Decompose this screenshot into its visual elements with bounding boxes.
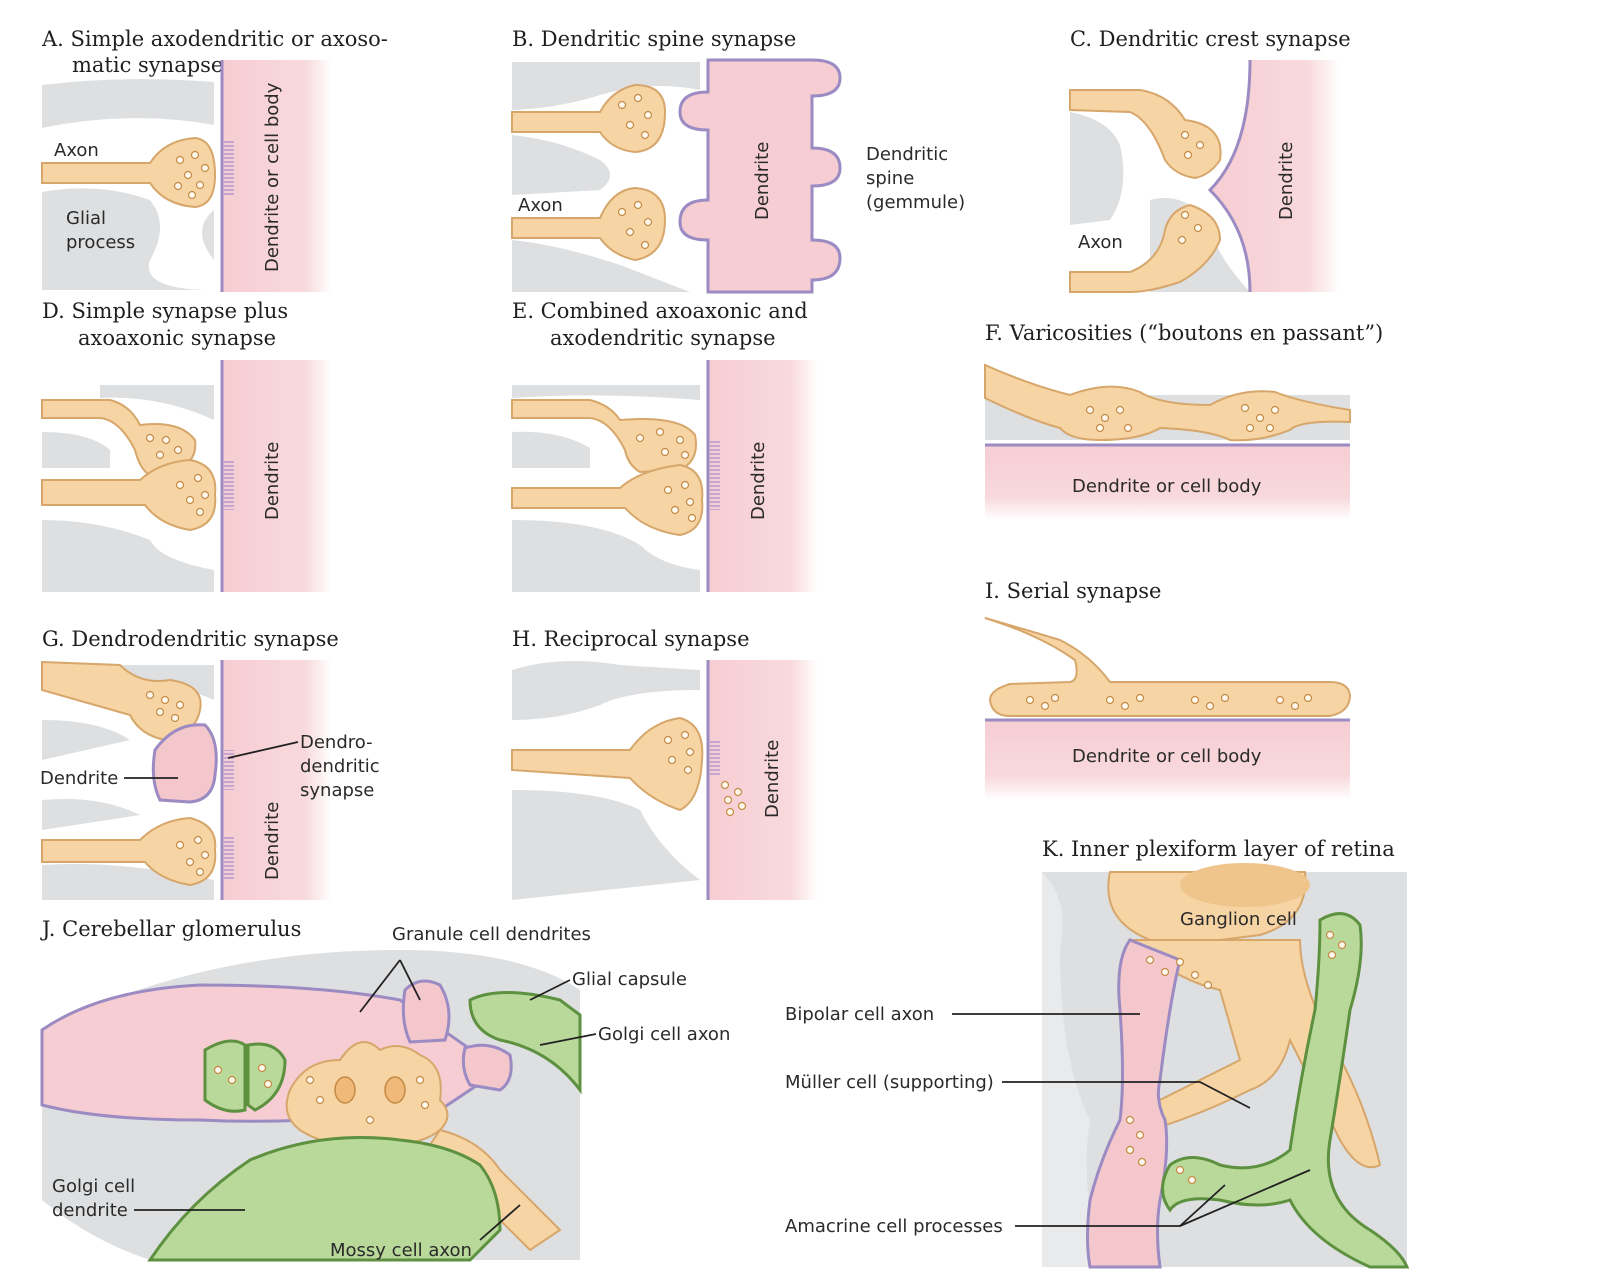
axon-terminal-lower — [511, 186, 667, 262]
panel-g: G. Dendrodendritic synapse Dendrite Dend… — [40, 627, 380, 900]
label-dd-1: Dendro- — [300, 732, 373, 753]
axon-lower-terminal — [511, 463, 704, 537]
panel-a-title-line2: matic synapse — [72, 53, 223, 77]
axon-terminal — [511, 716, 704, 812]
bipolar-cell-axon — [1086, 938, 1182, 1269]
axon-lower-terminal — [41, 458, 217, 532]
panel-i-title: I. Serial synapse — [985, 579, 1161, 603]
panel-a-title-line1: A. Simple axodendritic or axoso- — [41, 27, 388, 51]
label-dendrite-or-cell-body: Dendrite or cell body — [1072, 746, 1262, 767]
label-dendrite: Dendrite — [1276, 142, 1297, 220]
serial-axons — [984, 617, 1352, 717]
label-dendrite: Dendrite — [748, 442, 769, 520]
panel-j-title: J. Cerebellar glomerulus — [40, 917, 301, 941]
panel-k: K. Inner plexiform layer of retina Gangl… — [785, 837, 1410, 1269]
dendrite-body — [708, 660, 818, 900]
panel-c: C. Dendritic crest synapse Axon Dendrite — [1069, 27, 1351, 293]
panel-e-title-line1: E. Combined axoaxonic and — [512, 299, 808, 323]
dendrite-crest — [1210, 60, 1340, 292]
panel-j: J. Cerebellar glomerulus Granule cell de… — [40, 917, 730, 1262]
panel-b-title: B. Dendritic spine synapse — [512, 27, 796, 51]
label-golgi-dendrite-1: Golgi cell — [52, 1176, 135, 1197]
panel-d-title-line2: axoaxonic synapse — [78, 326, 276, 350]
label-dendrite-or-cell-body: Dendrite or cell body — [262, 82, 283, 272]
amacrine-cell-processes — [1161, 912, 1410, 1269]
axon-upper — [41, 660, 202, 742]
panel-i: I. Serial synapse Dendrite or cell body — [984, 579, 1352, 800]
panel-d: D. Simple synapse plus axoaxonic synapse… — [41, 299, 332, 592]
label-dendrite: Dendrite — [762, 740, 783, 818]
dendrite-body — [222, 60, 332, 292]
label-axon: Axon — [518, 195, 563, 216]
panel-d-title-line1: D. Simple synapse plus — [42, 299, 288, 323]
dendrite-or-cell-body — [985, 720, 1350, 800]
dendrite-with-spines — [678, 58, 842, 294]
label-bipolar-cell-axon: Bipolar cell axon — [785, 1004, 934, 1025]
label-dendrite-left: Dendrite — [40, 768, 118, 789]
label-spine-2: spine — [866, 168, 914, 189]
golgi-cell-dendrite — [147, 1136, 502, 1262]
label-dendrite: Dendrite — [752, 142, 773, 220]
golgi-cell-axon — [468, 991, 582, 1095]
panel-c-title: C. Dendritic crest synapse — [1070, 27, 1351, 51]
axon-upper — [511, 399, 697, 474]
panel-f-title: F. Varicosities (“boutons en passant”) — [985, 321, 1383, 345]
dendrite-or-cell-body — [985, 445, 1350, 520]
vesicles — [173, 150, 210, 200]
label-axon: Axon — [54, 140, 99, 161]
label-spine-3: (gemmule) — [866, 192, 965, 213]
axon-lower-terminal — [41, 816, 217, 887]
label-golgi-cell-axon: Golgi cell axon — [598, 1024, 730, 1045]
panel-h: H. Reciprocal synapse Dendrite — [511, 627, 818, 900]
label-dd-2: dendritic — [300, 756, 380, 777]
label-dendrite: Dendrite — [262, 802, 283, 880]
panel-k-title: K. Inner plexiform layer of retina — [1042, 837, 1395, 861]
label-muller-cell: Müller cell (supporting) — [785, 1072, 994, 1093]
panel-h-title: H. Reciprocal synapse — [512, 627, 750, 651]
label-golgi-dendrite-2: dendrite — [52, 1200, 128, 1221]
panel-b: B. Dendritic spine synapse Axon Dendrite… — [511, 27, 965, 294]
dendrite-body — [708, 360, 818, 592]
label-dendrite: Dendrite — [262, 442, 283, 520]
axon-terminal — [41, 136, 217, 209]
axon-terminal-lower — [1069, 203, 1222, 293]
axon-terminal-upper — [1069, 89, 1222, 180]
panel-a: A. Simple axodendritic or axoso- matic s… — [41, 27, 388, 292]
label-spine-1: Dendritic — [866, 144, 948, 165]
axon-terminal-upper — [511, 83, 667, 154]
label-dd-3: synapse — [300, 780, 374, 801]
label-mossy-cell-axon: Mossy cell axon — [330, 1240, 472, 1261]
dendrite-body — [222, 360, 332, 592]
label-glial-2: process — [66, 232, 135, 253]
dendrite-body — [222, 660, 332, 900]
label-amacrine-cell-processes: Amacrine cell processes — [785, 1216, 1003, 1237]
panel-e: E. Combined axoaxonic and axodendritic s… — [511, 299, 818, 592]
panel-g-title: G. Dendrodendritic synapse — [42, 627, 339, 651]
label-dendrite-or-cell-body: Dendrite or cell body — [1072, 476, 1262, 497]
label-glial-capsule: Glial capsule — [572, 969, 687, 990]
label-ganglion-cell: Ganglion cell — [1180, 909, 1297, 930]
panel-f: F. Varicosities (“boutons en passant”) D… — [984, 321, 1383, 520]
panel-e-title-line2: axodendritic synapse — [550, 326, 776, 350]
dendrite-process — [151, 723, 218, 804]
label-granule-cell-dendrites: Granule cell dendrites — [392, 924, 591, 945]
label-glial-1: Glial — [66, 208, 106, 229]
label-axon: Axon — [1078, 232, 1123, 253]
glial-process — [42, 79, 214, 290]
